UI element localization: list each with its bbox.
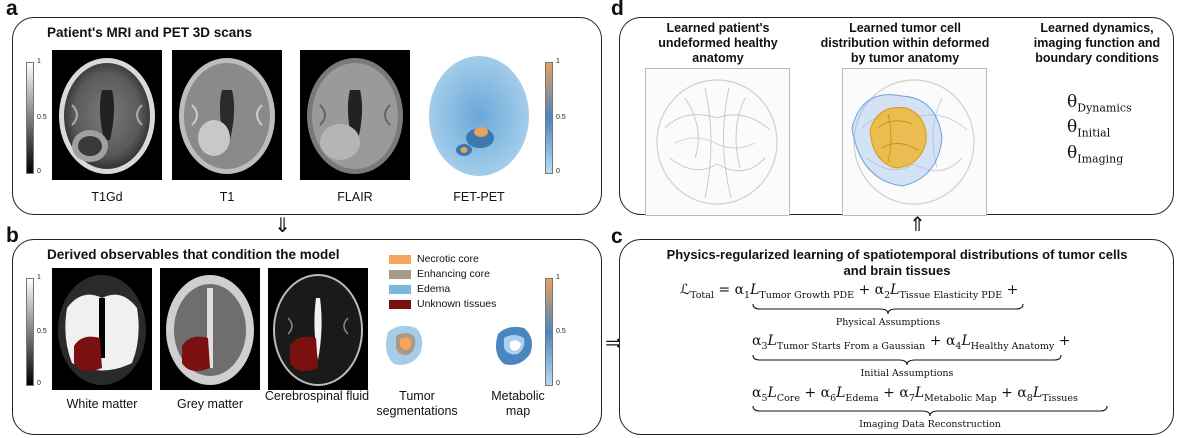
theta-initial: θInitial [1067, 117, 1111, 140]
scan-label-flair: FLAIR [337, 190, 373, 204]
loss-term-4: Healthy Anatomy [970, 340, 1055, 352]
loss-line-3: α5LCore + α6LEdema + α7LMetabolic Map + … [752, 385, 1078, 404]
colorbar-max: 1 [556, 274, 560, 281]
map-label-csf: Cerebrospinal fluid [264, 389, 370, 403]
loss-term-1: Tumor Growth PDE [759, 289, 854, 301]
group-label-physical: Physical Assumptions [835, 317, 941, 328]
white-matter-map [52, 268, 152, 390]
grey-matter-map [160, 268, 260, 390]
loss-term-2: Tissue Elasticity PDE [899, 289, 1003, 301]
tumor-legend: Necrotic core Enhancing core Edema Unkno… [389, 253, 519, 314]
loss-line-1: ℒTotal = α1LTumor Growth PDE + α2LTissue… [680, 282, 1019, 301]
loss-term-7: Metabolic Map [924, 392, 997, 404]
scan-fet-pet-image [429, 56, 529, 176]
colorbar-mid: 0.5 [556, 328, 566, 335]
scan-label-t1: T1 [219, 190, 235, 204]
panel-a-title: Patient's MRI and PET 3D scans [47, 25, 253, 40]
loss-term-3: Tumor Starts From a Gaussian [776, 340, 926, 352]
legend-swatch [389, 300, 411, 309]
group-label-initial: Initial Assumptions [860, 368, 954, 379]
brace-imaging [752, 405, 1108, 417]
theta-dynamics: θDynamics [1067, 92, 1132, 115]
panel-c-letter: c [611, 225, 623, 248]
right-arrow-icon: ⇒ [605, 330, 624, 355]
up-arrow-icon: ⇑ [909, 214, 926, 236]
map-label-metabolic-map: Metabolic map [491, 389, 545, 418]
legend-swatch [389, 285, 411, 294]
d-title-healthy-anatomy: Learned patient's undeformed healthy ana… [658, 21, 778, 65]
scan-t1gd-image [52, 50, 162, 180]
map-label-white-matter: White matter [66, 397, 138, 411]
panel-c [619, 239, 1174, 435]
scan-label-fet-pet: FET-PET [453, 190, 505, 204]
d-title-tumor-distribution: Learned tumor cell distribution within d… [820, 21, 990, 65]
colorbar-min: 0 [37, 168, 41, 175]
loss-line-2: α3LTumor Starts From a Gaussian + α4LHea… [752, 333, 1071, 352]
d-title-learned-dynamics: Learned dynamics, imaging function and b… [1033, 21, 1161, 65]
panel-c-title-line1: Physics-regularized learning of spatiote… [666, 247, 1128, 262]
colorbar-min: 0 [37, 380, 41, 387]
scan-t1-image [172, 50, 282, 180]
colorbar-min: 0 [556, 380, 560, 387]
panel-c-title-line2: and brain tissues [843, 263, 951, 278]
csf-map [268, 268, 368, 390]
colorbar-max: 1 [37, 58, 41, 65]
brace-initial [752, 354, 1062, 366]
loss-term-5: Core [776, 392, 800, 404]
tumor-segmentation-map [386, 325, 423, 365]
colorbar-mid: 0.5 [37, 114, 47, 121]
panel-b-letter: b [6, 224, 19, 247]
colorbar-min: 0 [556, 168, 560, 175]
tumor-distribution-3d-render [842, 68, 987, 216]
colorbar-max: 1 [556, 58, 560, 65]
group-label-imaging: Imaging Data Reconstruction [859, 419, 1001, 430]
theta-imaging-sub: Imaging [1077, 152, 1124, 166]
legend-label: Edema [417, 283, 451, 295]
colorbar-max: 1 [37, 274, 41, 281]
brace-physical [752, 303, 1024, 315]
legend-swatch [389, 255, 411, 264]
map-label-grey-matter: Grey matter [177, 397, 243, 411]
legend-swatch [389, 270, 411, 279]
map-label-tumor-segmentations: Tumor segmentations [376, 389, 458, 418]
panel-b-title: Derived observables that condition the m… [47, 247, 340, 262]
legend-label: Necrotic core [417, 253, 479, 265]
metabolic-map [496, 326, 532, 365]
scan-label-t1gd: T1Gd [91, 190, 123, 204]
loss-total-sub: Total [690, 289, 714, 301]
loss-term-8: Tissues [1042, 392, 1078, 404]
down-arrow-icon: ⇓ [274, 215, 291, 237]
loss-term-6: Edema [845, 392, 879, 404]
theta-imaging: θImaging [1067, 143, 1124, 166]
panel-a-letter: a [6, 0, 18, 20]
theta-initial-sub: Initial [1077, 126, 1111, 140]
theta-dynamics-sub: Dynamics [1077, 101, 1132, 115]
legend-label: Enhancing core [417, 268, 490, 280]
colorbar-mid: 0.5 [37, 328, 47, 335]
panel-d-letter: d [611, 0, 624, 20]
legend-label: Unknown tissues [417, 298, 497, 310]
healthy-anatomy-3d-render [645, 68, 790, 216]
colorbar-mid: 0.5 [556, 114, 566, 121]
scan-flair-image [300, 50, 410, 180]
